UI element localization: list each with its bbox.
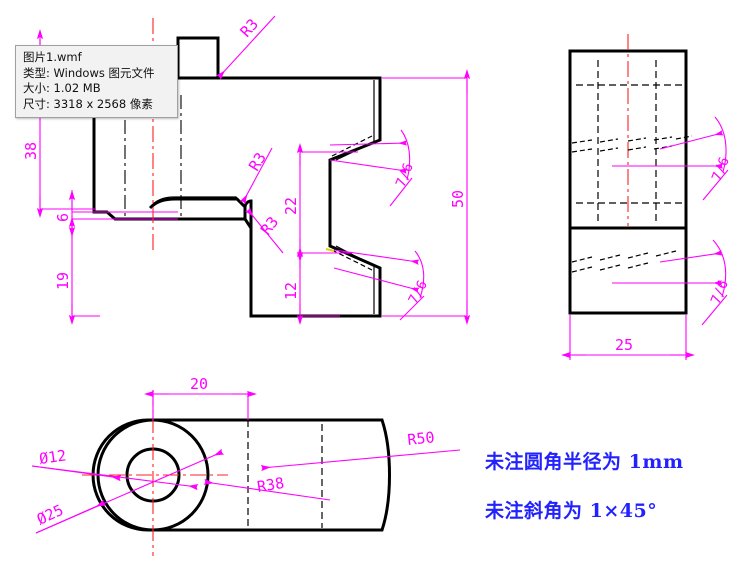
chamfer-note-side-lower-label: 7/6	[708, 278, 732, 307]
tooltip-filename: 图片1.wmf	[23, 50, 82, 64]
chamfer-note-front-upper-label: 7/6	[393, 161, 417, 190]
dimension-19: 19	[54, 217, 100, 325]
side-view: 7/6 7/6 25	[561, 34, 733, 360]
dimension-6-label: 6	[54, 213, 72, 222]
dimension-50: 50	[382, 69, 471, 325]
dimension-38-label: 38	[22, 142, 40, 160]
dimension-r38-label: R38	[256, 474, 286, 496]
tooltip-filesize: 大小: 1.02 MB	[23, 81, 101, 95]
dimension-20: 20	[144, 375, 257, 420]
dimension-r3-top: R3	[216, 15, 276, 80]
front-view-step-inner-lower	[335, 245, 375, 314]
dimension-20-label: 20	[190, 375, 208, 393]
side-view-detail-marks	[571, 135, 693, 153]
dimension-50-label: 50	[449, 190, 467, 208]
dimension-r3-lower-label: R3	[257, 213, 282, 238]
dimension-r38: R38	[203, 474, 331, 501]
tooltip-filetype: 类型: Windows 图元文件	[23, 65, 155, 80]
dimension-dia12: Ø12	[31, 446, 199, 491]
dimension-r3-middle-label: R3	[245, 149, 270, 174]
side-view-detail-marks-lower	[571, 250, 677, 273]
front-view-fillet-r3	[243, 199, 253, 228]
dimension-r3-top-label: R3	[237, 15, 262, 40]
dimension-25-label: 25	[615, 336, 633, 354]
front-view-step-inner-upper	[335, 80, 375, 161]
dimension-dia25-label: Ø25	[34, 501, 66, 529]
top-view: 20 Ø12 Ø25 R38 R50	[31, 375, 461, 556]
dimension-12: 12	[282, 247, 340, 325]
front-view-outline	[176, 36, 220, 80]
side-view-outline	[568, 49, 688, 315]
dimension-25: 25	[561, 315, 695, 360]
front-view-small-tick	[325, 248, 335, 252]
tooltip-dimensions: 尺寸: 3318 x 2568 像素	[23, 96, 153, 111]
chamfer-note-side-upper: 7/6	[612, 116, 733, 201]
dimension-19-label: 19	[54, 272, 72, 290]
front-view-groove-edge	[148, 197, 247, 219]
front-view-body-profile	[92, 36, 382, 318]
chamfer-note-side-upper-label: 7/6	[709, 155, 733, 184]
dimension-6: 6	[54, 190, 178, 237]
dimension-r3-lower: R3	[244, 207, 284, 254]
dimension-22-label: 22	[282, 197, 300, 215]
chamfer-note-front-lower-label: 7/6	[405, 278, 431, 307]
note-fillet-radius: 未注圆角半径为 1mm	[485, 451, 684, 473]
dimension-r50: R50	[260, 428, 461, 472]
dimension-12-label: 12	[282, 282, 300, 300]
file-info-tooltip: 图片1.wmf 类型: Windows 图元文件 大小: 1.02 MB 尺寸:…	[15, 45, 178, 118]
chamfer-note-front-lower: 7/6	[333, 249, 431, 321]
top-view-outline	[91, 418, 391, 532]
dimension-dia12-label: Ø12	[38, 446, 67, 468]
note-chamfer-angle: 未注斜角为 1×45°	[485, 500, 658, 522]
dimension-r50-label: R50	[407, 428, 436, 449]
dimension-22: 22	[282, 143, 358, 262]
dimension-r3-middle: R3	[239, 147, 273, 205]
